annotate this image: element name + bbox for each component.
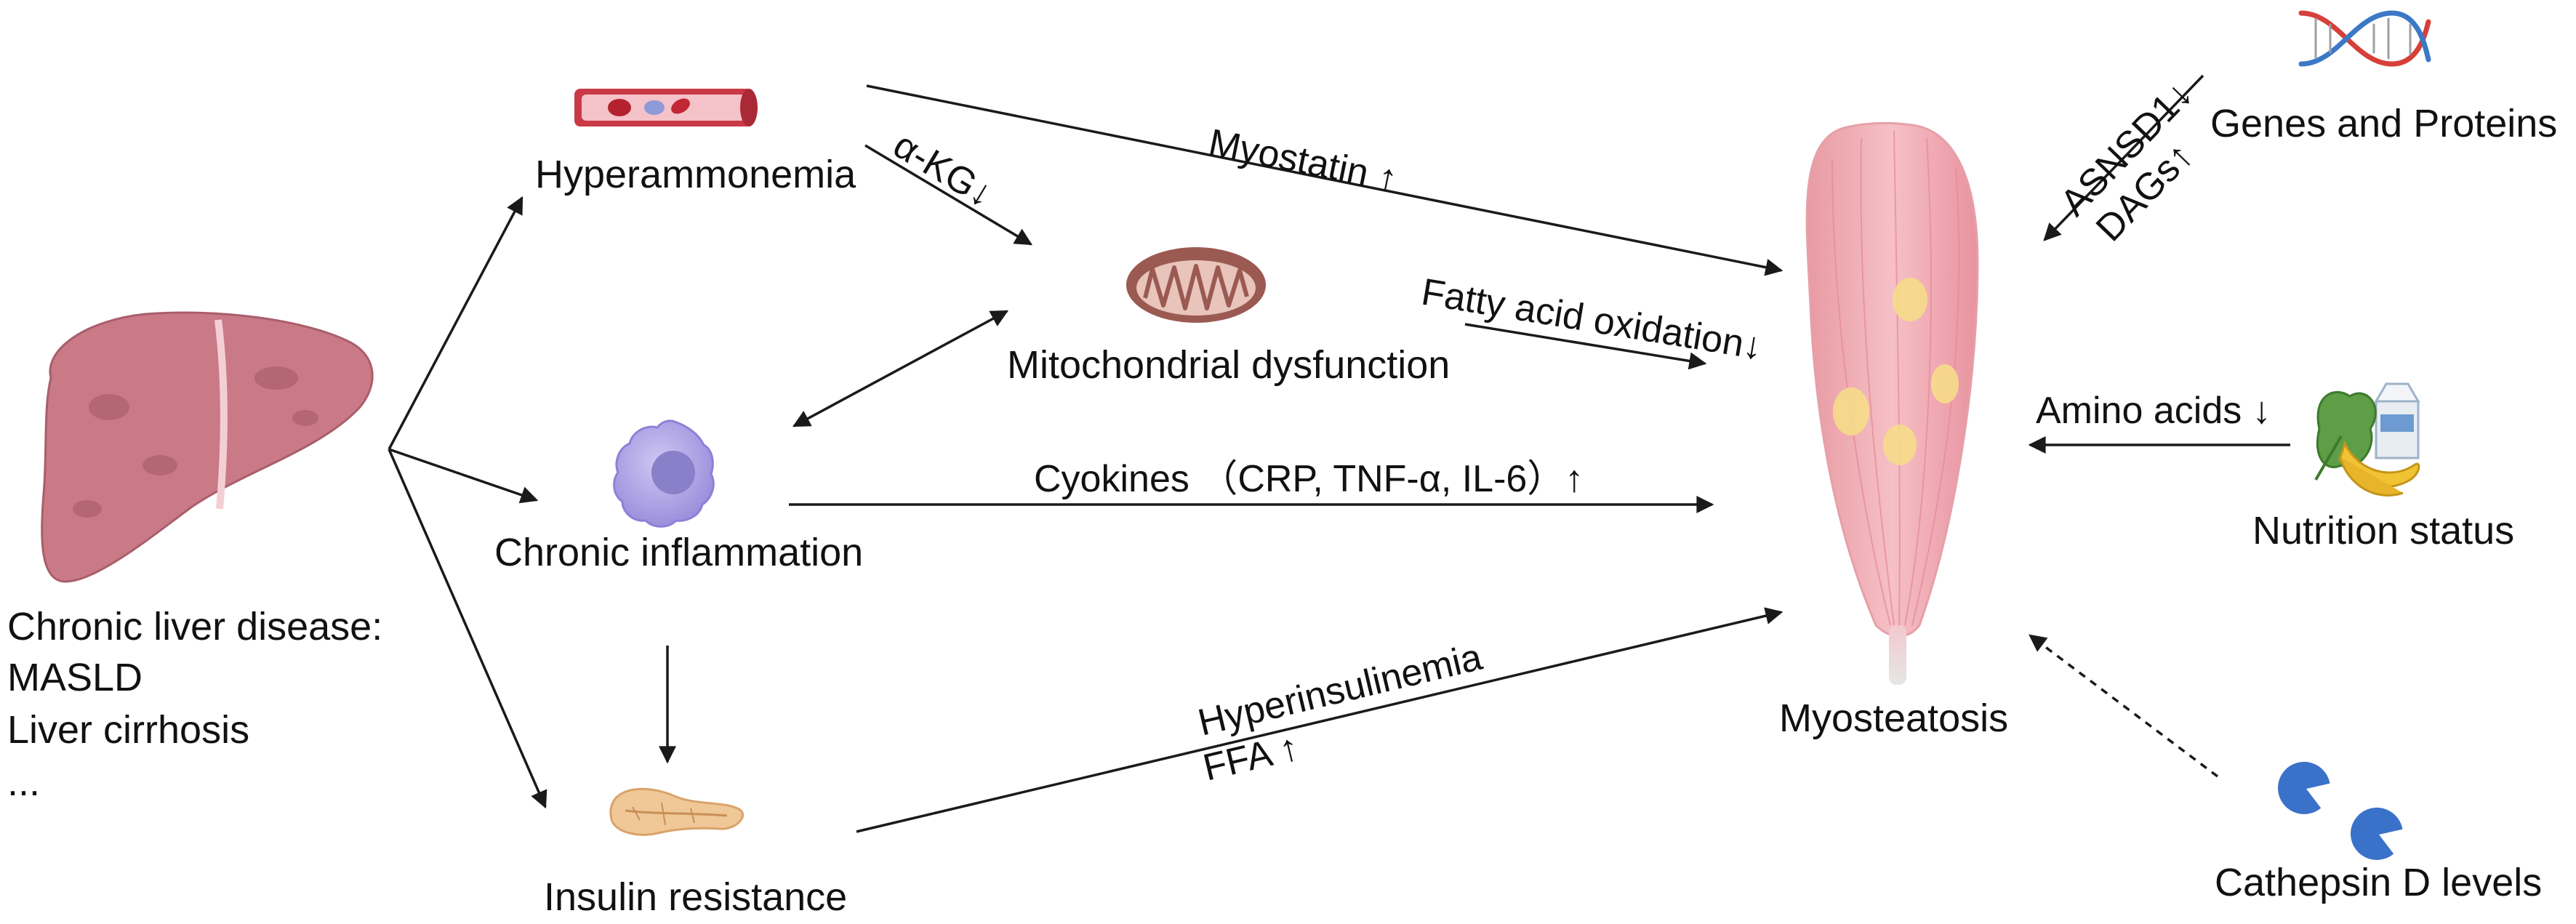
arrow-cathepsin — [2029, 634, 2219, 778]
liver-line-1: Chronic liver disease: — [7, 605, 382, 648]
arrow-liver-to-hyperammonemia — [388, 196, 523, 450]
liver-line-4: ... — [7, 760, 40, 804]
blood-vessel-icon — [574, 89, 758, 126]
arrow-hyperammonemia-to-mitochondria — [864, 144, 1033, 246]
amino-acids-label: Amino acids ↓ — [2036, 390, 2271, 432]
mitochondrion-icon — [1126, 247, 1266, 323]
liver-line-2: MASLD — [7, 656, 143, 699]
hyperammonemia-label: Hyperammonemia — [535, 153, 856, 196]
mitochondria-label: Mitochondrial dysfunction — [1007, 343, 1450, 387]
dna-icon — [2298, 10, 2431, 67]
immune-cell-icon — [613, 419, 715, 528]
akg-label: α-KG↓ — [886, 124, 1000, 216]
insulin-label: Insulin resistance — [544, 875, 847, 919]
nutrition-label: Nutrition status — [2252, 509, 2514, 553]
arrow-mito-inflammation — [792, 310, 1009, 427]
liver-icon — [41, 311, 374, 583]
liver-line-3: Liver cirrhosis — [7, 708, 249, 752]
fatty-acid-label: Fatty acid oxidation↓ — [1419, 271, 1765, 369]
myostatin-label: Myostatin ↑ — [1205, 121, 1401, 201]
arrow-liver-to-inflammation — [388, 448, 539, 504]
arrow-genes — [2043, 74, 2204, 241]
liver-text: Chronic liver disease: MASLD Liver cirrh… — [7, 605, 382, 804]
genes-label: Genes and Proteins — [2210, 102, 2557, 145]
pancreas-icon — [609, 787, 744, 836]
arrow-myostatin — [866, 84, 1783, 276]
muscle-icon — [1805, 121, 1979, 685]
pacman-enzyme-icon — [2278, 761, 2403, 860]
hyperinsulinemia-label: Hyperinsulinemia — [1194, 636, 1485, 744]
myosteatosis-label: Myosteatosis — [1779, 696, 2008, 740]
arrow-liver-to-insulin — [388, 449, 547, 809]
arrows — [388, 74, 2290, 833]
cathepsin-label: Cathepsin D levels — [2215, 861, 2542, 904]
arrow-fatty-acid — [1464, 323, 1707, 370]
inflammation-label: Chronic inflammation — [494, 531, 863, 574]
cyokines-label: Cyokines （CRP, TNF-α, IL-6）↑ — [1034, 458, 1584, 500]
food-icon — [2314, 382, 2420, 497]
arrow-hyperinsulinemia — [856, 607, 1783, 833]
